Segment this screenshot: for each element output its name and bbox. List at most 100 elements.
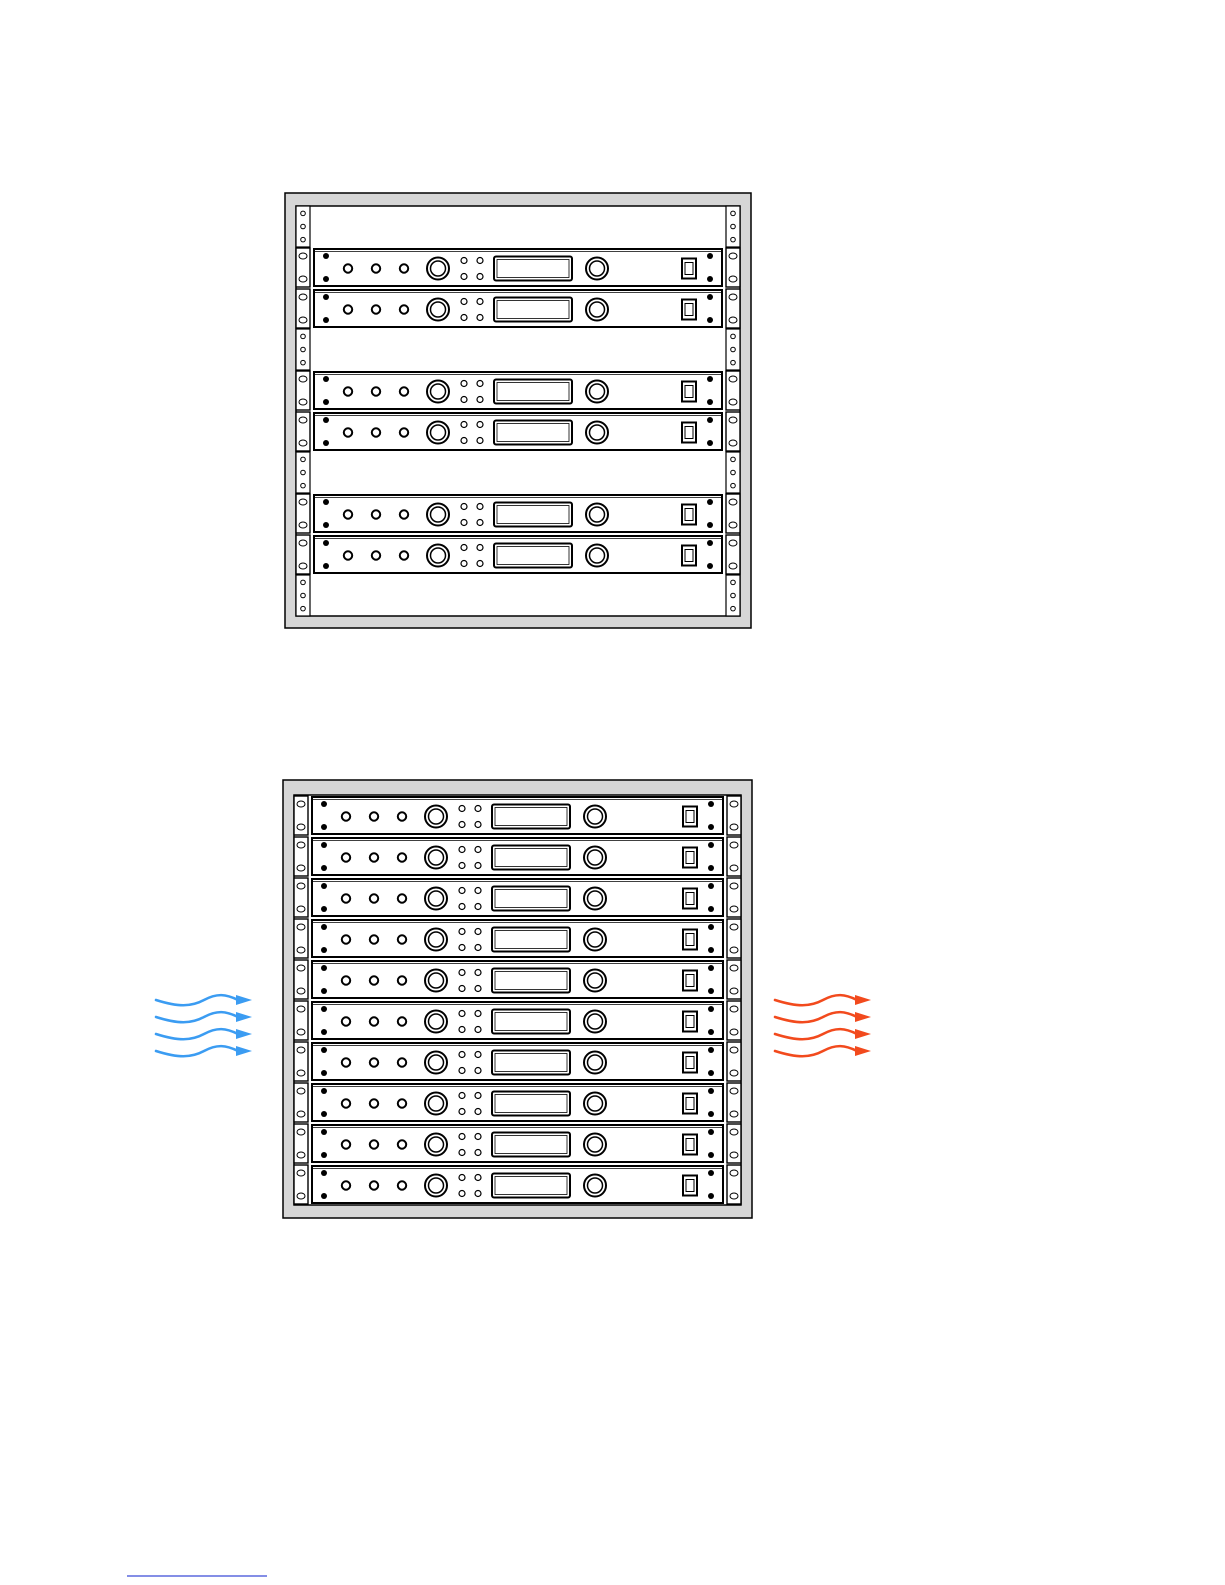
wavy-arrow-icon: [775, 995, 871, 1005]
screw-icon: [321, 1152, 327, 1158]
screw-icon: [708, 965, 714, 971]
rack-rail-left: [296, 575, 310, 616]
small-knob-icon: [344, 551, 352, 559]
screw-icon: [707, 522, 713, 528]
screw-icon: [323, 276, 329, 282]
rack-ear-right: [726, 412, 740, 451]
wavy-arrow-icon: [775, 1012, 871, 1022]
indicator-led-icon: [475, 1150, 481, 1156]
screw-icon: [323, 399, 329, 405]
small-knob-icon: [370, 1058, 378, 1066]
indicator-led-icon: [475, 1011, 481, 1017]
arrow-head: [236, 1029, 252, 1039]
small-knob-icon: [344, 305, 352, 313]
lcd-display-icon: [494, 421, 572, 445]
indicator-led-icon: [475, 904, 481, 910]
indicator-led-icon: [459, 1191, 465, 1197]
screw-icon: [708, 924, 714, 930]
small-knob-icon: [398, 935, 406, 943]
lcd-display-icon: [492, 887, 570, 911]
small-knob-icon: [342, 935, 350, 943]
small-knob-icon: [344, 264, 352, 272]
power-switch-icon: [683, 848, 697, 868]
indicator-led-icon: [459, 1068, 465, 1074]
screw-icon: [708, 1088, 714, 1094]
small-knob-icon: [342, 1058, 350, 1066]
screw-icon: [321, 1029, 327, 1035]
screw-icon: [323, 317, 329, 323]
indicator-led-icon: [459, 904, 465, 910]
arrow-head: [236, 1046, 252, 1056]
rack-spaced-mounting: [285, 193, 751, 628]
indicator-led-icon: [477, 397, 483, 403]
screw-icon: [707, 317, 713, 323]
rack-ear-right: [727, 1042, 741, 1081]
screw-icon: [707, 563, 713, 569]
indicator-led-icon: [459, 1093, 465, 1099]
small-knob-icon: [342, 976, 350, 984]
lcd-display-icon: [492, 969, 570, 993]
small-knob-icon: [342, 1099, 350, 1107]
screw-icon: [708, 824, 714, 830]
small-knob-icon: [400, 264, 408, 272]
rack-ear-right: [727, 919, 741, 958]
indicator-led-icon: [459, 986, 465, 992]
indicator-led-icon: [459, 1052, 465, 1058]
rack-rail-left: [296, 452, 310, 493]
rack-ear-left: [294, 837, 308, 876]
indicator-led-icon: [475, 806, 481, 812]
indicator-led-icon: [475, 822, 481, 828]
small-knob-icon: [372, 305, 380, 313]
small-knob-icon: [342, 853, 350, 861]
rack-ear-left: [296, 289, 310, 328]
rack-rail-right: [726, 206, 740, 247]
screw-icon: [323, 294, 329, 300]
arrow-head: [236, 1012, 252, 1022]
screw-icon: [708, 988, 714, 994]
small-knob-icon: [370, 1181, 378, 1189]
rack-ear-right: [726, 535, 740, 574]
small-knob-icon: [398, 812, 406, 820]
indicator-led-icon: [461, 520, 467, 526]
indicator-led-icon: [475, 847, 481, 853]
power-switch-icon: [682, 546, 696, 566]
arrow-head: [855, 1012, 871, 1022]
screw-icon: [323, 417, 329, 423]
screw-icon: [321, 1193, 327, 1199]
indicator-led-icon: [475, 1109, 481, 1115]
indicator-led-icon: [475, 929, 481, 935]
indicator-led-icon: [459, 1109, 465, 1115]
indicator-led-icon: [477, 381, 483, 387]
small-knob-icon: [344, 428, 352, 436]
arrow-shaft: [775, 1012, 857, 1022]
rack-ear-left: [294, 878, 308, 917]
indicator-led-icon: [475, 1191, 481, 1197]
screw-icon: [708, 1047, 714, 1053]
small-knob-icon: [342, 1181, 350, 1189]
indicator-led-icon: [461, 381, 467, 387]
screw-icon: [708, 1152, 714, 1158]
rack-ear-left: [294, 1001, 308, 1040]
rack-rail-right: [726, 452, 740, 493]
rack-unit: [294, 1124, 741, 1163]
screw-icon: [708, 883, 714, 889]
rack-unit: [294, 919, 741, 958]
small-knob-icon: [370, 1140, 378, 1148]
arrow-shaft: [156, 1012, 238, 1022]
small-knob-icon: [370, 976, 378, 984]
small-knob-icon: [342, 1017, 350, 1025]
indicator-led-icon: [477, 274, 483, 280]
rack-ear-left: [296, 494, 310, 533]
lcd-display-icon: [494, 298, 572, 322]
arrow-head: [855, 1029, 871, 1039]
indicator-led-icon: [461, 561, 467, 567]
screw-icon: [708, 1070, 714, 1076]
lcd-display-icon: [492, 928, 570, 952]
screw-icon: [323, 440, 329, 446]
rack-unit: [294, 1001, 741, 1040]
small-knob-icon: [344, 387, 352, 395]
indicator-led-icon: [475, 970, 481, 976]
indicator-led-icon: [461, 299, 467, 305]
screw-icon: [321, 1070, 327, 1076]
